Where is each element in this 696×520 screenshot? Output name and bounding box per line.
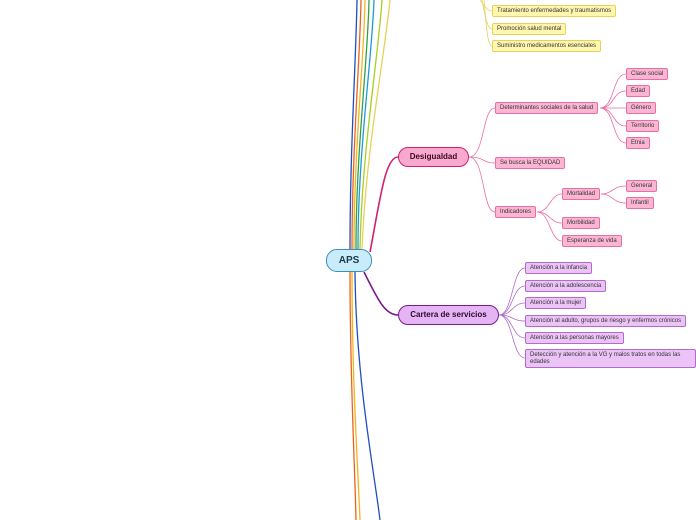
node-etnia[interactable]: Etnia <box>626 137 650 149</box>
node-promocion-salud-mental[interactable]: Promoción salud mental <box>492 23 567 35</box>
node-atencion-mujer[interactable]: Atención a la mujer <box>525 297 587 309</box>
node-atencion-personas-mayores[interactable]: Atención a las personas mayores <box>525 332 624 344</box>
node-indicadores[interactable]: Indicadores <box>495 206 537 218</box>
node-esperanza-de-vida[interactable]: Esperanza de vida <box>562 235 622 247</box>
node-determinantes-sociales[interactable]: Determinantes sociales de la salud <box>495 102 599 114</box>
node-general[interactable]: General <box>626 180 658 192</box>
branch-cartera-de-servicios[interactable]: Cartera de servicios <box>398 305 499 325</box>
node-clase-social[interactable]: Clase social <box>626 68 669 80</box>
node-tratamiento[interactable]: Tratamiento enfermedades y traumatismos <box>492 5 617 17</box>
node-infantil[interactable]: Infantil <box>626 197 654 209</box>
node-atencion-adulto[interactable]: Atención al adulto, grupos de riesgo y e… <box>525 315 687 327</box>
node-morbilidad[interactable]: Morbilidad <box>562 217 600 229</box>
branch-desigualdad[interactable]: Desigualdad <box>398 147 469 167</box>
node-edad[interactable]: Edad <box>626 85 651 97</box>
node-equidad[interactable]: Se busca la EQUIDAD <box>495 157 566 169</box>
node-genero[interactable]: Género <box>626 102 657 114</box>
node-deteccion-vg[interactable]: Detección y atención a la VG y malos tra… <box>525 349 696 368</box>
node-territorio[interactable]: Territorio <box>626 120 660 132</box>
node-atencion-infancia[interactable]: Atención a la infancia <box>525 262 593 274</box>
node-atencion-adolescencia[interactable]: Atención a la adolescencia <box>525 280 607 292</box>
root-node-aps[interactable]: APS <box>326 249 372 272</box>
node-mortalidad[interactable]: Mortalidad <box>562 188 601 200</box>
node-suministro-medicamentos[interactable]: Suministro medicamentos esenciales <box>492 40 602 52</box>
